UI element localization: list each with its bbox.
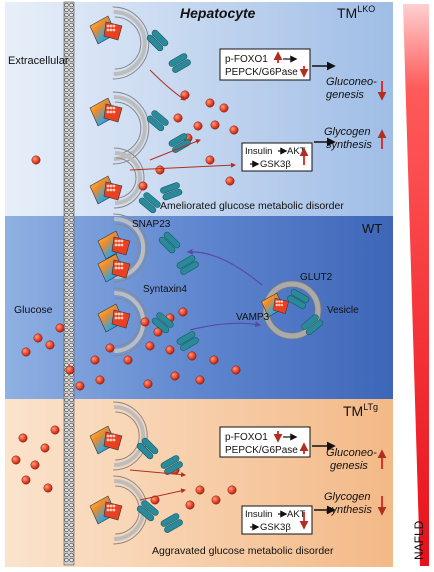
p-foxo1-label-top: p-FOXO1 [225, 54, 268, 65]
wt-label: WT [362, 221, 382, 236]
syntaxin4-label: Syntaxin4 [143, 284, 187, 295]
caption-ameliorated: Ameliorated glucose metabolic disorder [160, 200, 344, 212]
box-foxo1-bottom [219, 426, 311, 458]
snap23-label: SNAP23 [132, 219, 171, 230]
box-foxo1-top [219, 48, 311, 81]
tm-lko-label: TMLKO [337, 4, 375, 21]
caption-aggravated: Aggravated glucose metabolic disorder [152, 545, 334, 557]
glut2-transporters [136, 29, 324, 533]
title-hepatocyte: Hepatocyte [180, 5, 256, 21]
synthesis-label-bottom: synthesis [326, 504, 372, 516]
glut2-label: GLUT2 [300, 272, 333, 283]
glucose-label: Glucose [14, 304, 53, 316]
gsk3b-label-top: GSK3β [260, 159, 291, 170]
insulin-label-bottom: Insulin [245, 509, 272, 520]
gsk3b-label-bottom: GSK3β [260, 522, 291, 533]
panel-tm-ltg [5, 399, 393, 567]
snare-complexes [89, 15, 290, 525]
p-foxo1-label-bottom: p-FOXO1 [225, 432, 268, 443]
gluconeogenesis-label-bottom: Gluconeo- [326, 447, 377, 459]
cell-membrane [63, 1, 322, 566]
gluconeogenesis-label-top-2: genesis [326, 89, 364, 101]
vamp3-label: VAMP3 [236, 312, 270, 323]
tm-ltg-label: TMLTg [343, 402, 378, 419]
akt-label-bottom: AKT [287, 509, 306, 520]
panel-tm-lko [5, 2, 393, 216]
genesis-label-bottom: genesis [330, 460, 368, 472]
insulin-label-top: Insulin [245, 146, 272, 157]
nafld-gradient-triangle [403, 4, 429, 566]
gluconeogenesis-label-top: Gluconeo- [326, 76, 377, 88]
glycogen-label-top: Glycogen [324, 126, 370, 138]
extracellular-label: Extracellular [8, 55, 69, 67]
regulation-arrows [129, 51, 387, 531]
synthesis-label-top: synthesis [326, 139, 372, 151]
vesicle-label: Vesicle [327, 305, 359, 316]
nafld-label: NAFLD [412, 520, 426, 560]
glycogen-label-bottom: Glycogen [324, 491, 370, 503]
pepck-g6pase-label-bottom: PEPCK/G6Pase [225, 445, 298, 456]
akt-label-top: AKT [287, 146, 306, 157]
pepck-g6pase-label-top: PEPCK/G6Pase [225, 67, 298, 78]
